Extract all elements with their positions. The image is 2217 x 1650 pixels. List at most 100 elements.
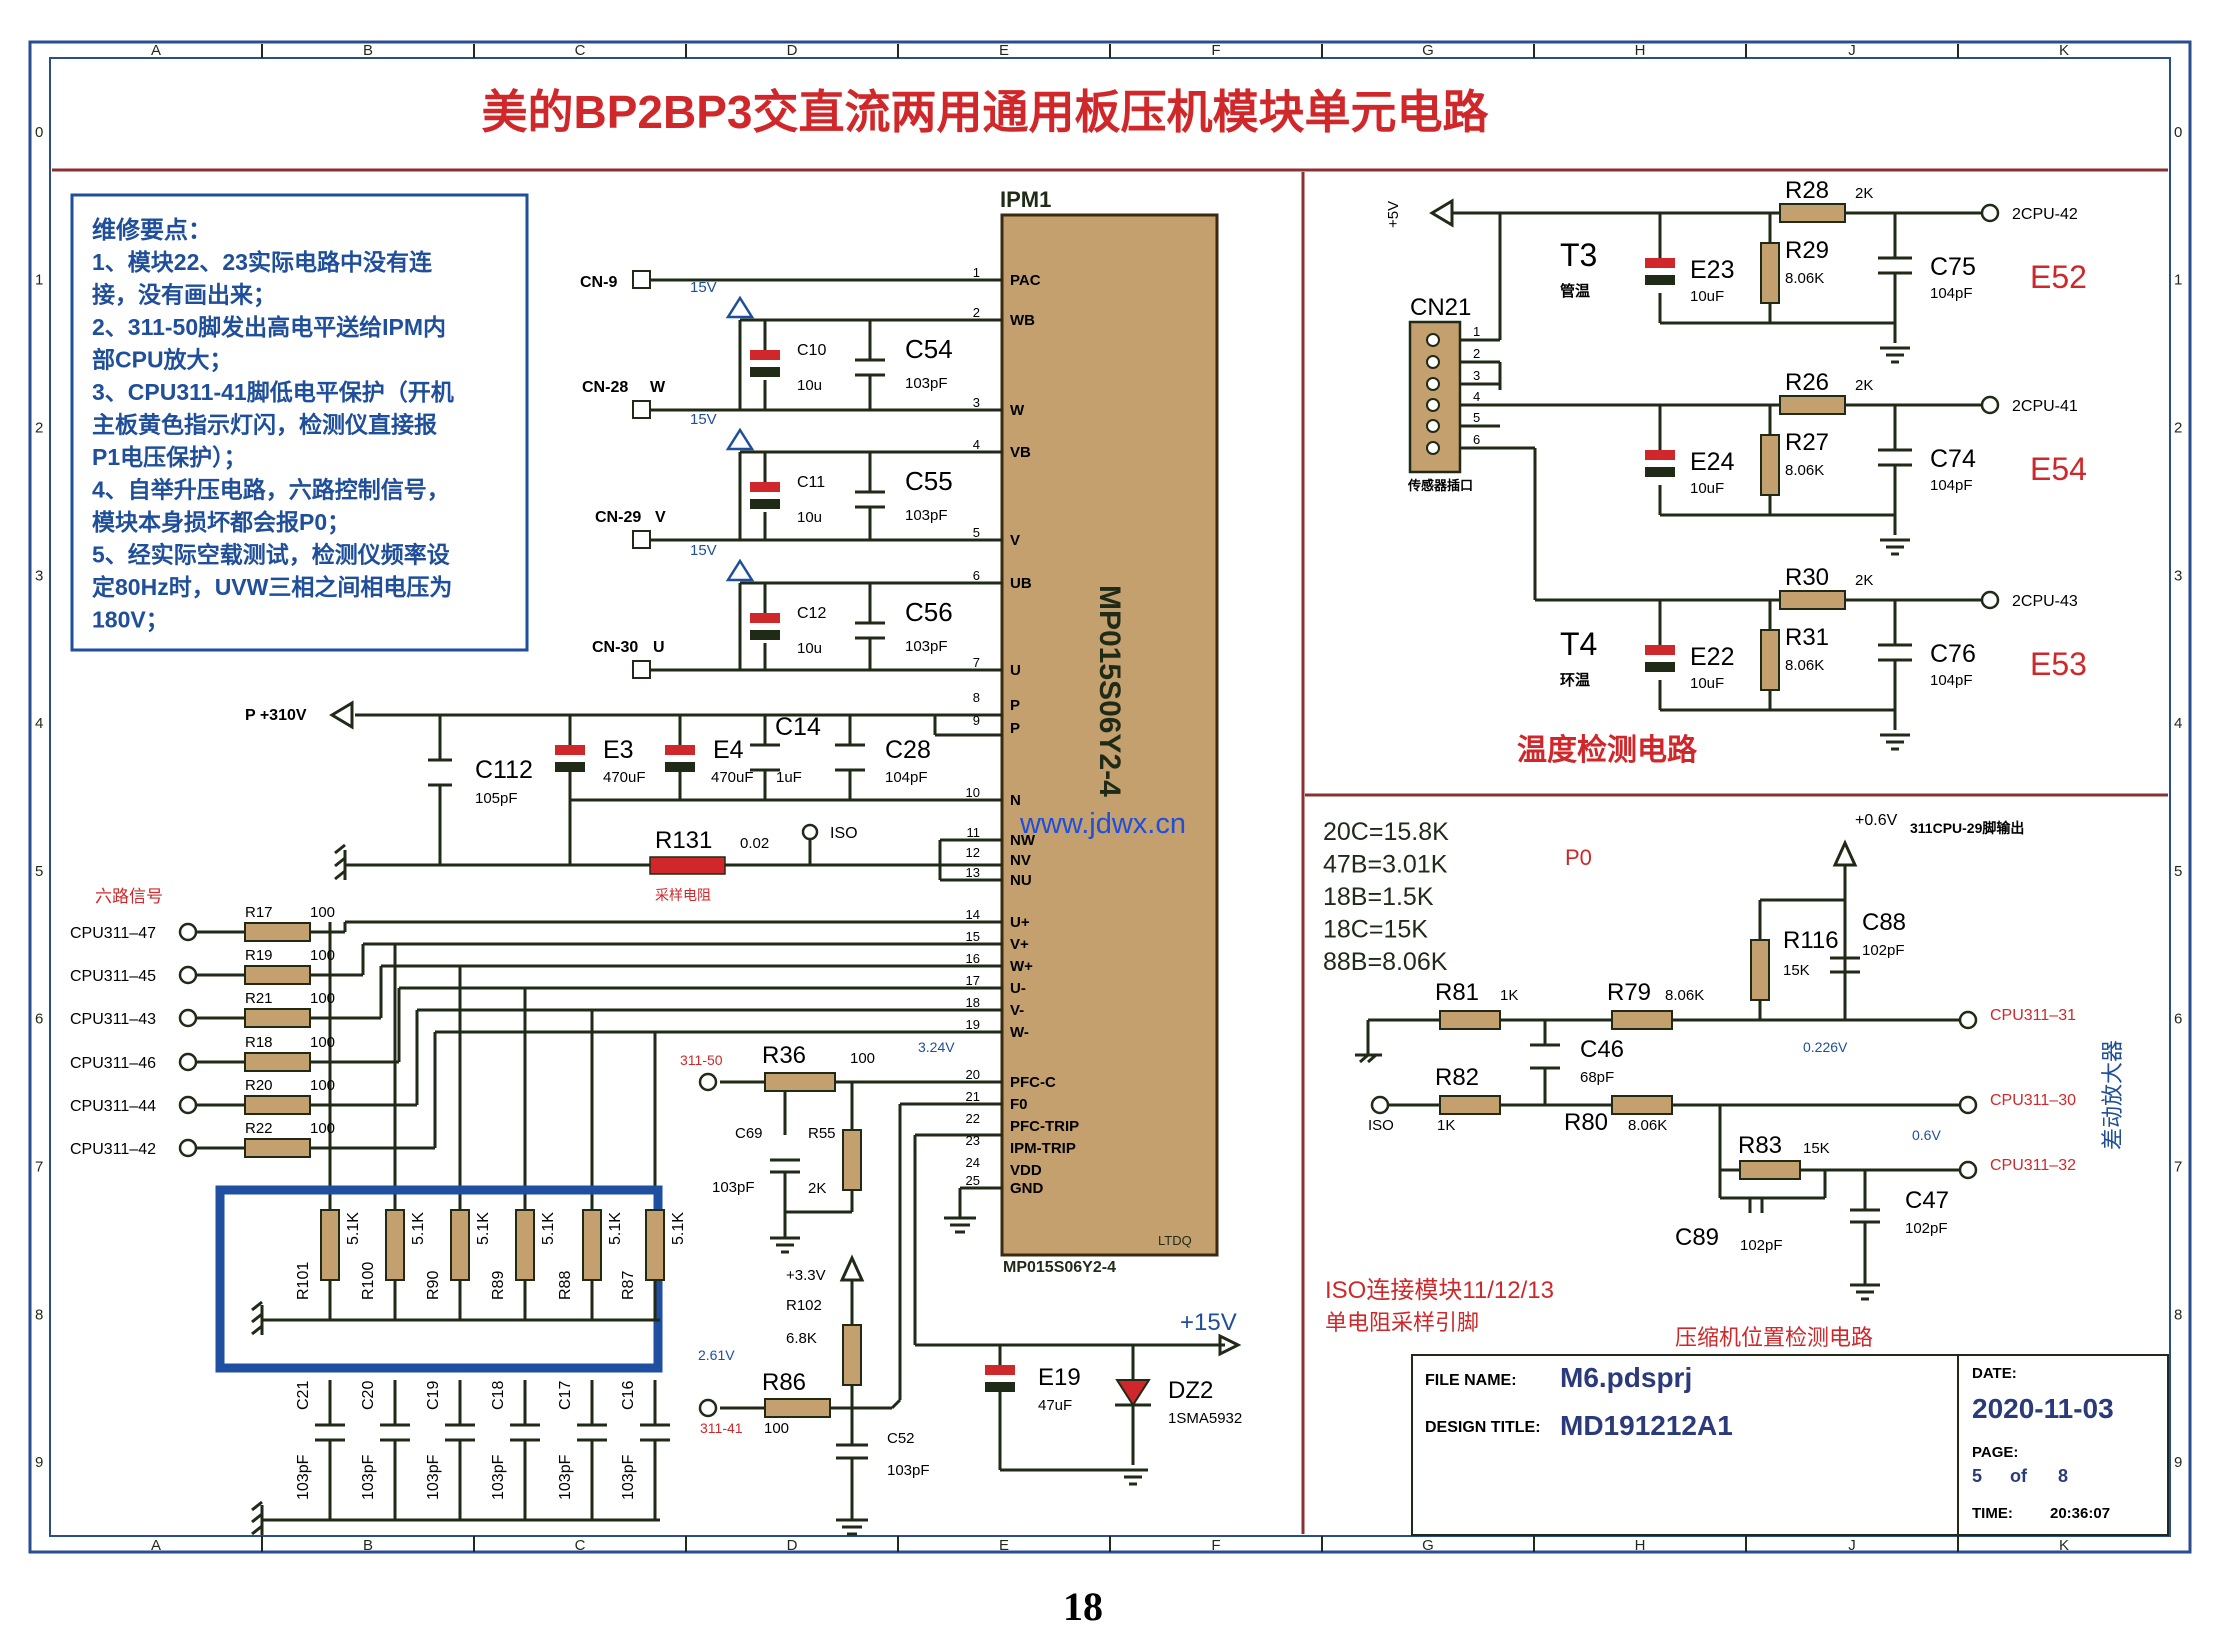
svg-text:NW: NW: [1010, 832, 1036, 849]
svg-text:P0: P0: [1565, 845, 1592, 870]
svg-text:311CPU-29脚输出: 311CPU-29脚输出: [1910, 820, 2024, 836]
svg-text:E3: E3: [603, 736, 634, 764]
svg-text:T4: T4: [1560, 626, 1597, 662]
svg-text:100: 100: [310, 1077, 335, 1094]
svg-text:3: 3: [1473, 368, 1480, 383]
svg-text:PFC-TRIP: PFC-TRIP: [1010, 1118, 1079, 1135]
svg-text:4: 4: [973, 437, 980, 452]
svg-text:差动放大器: 差动放大器: [2100, 1040, 2125, 1150]
title-block: FILE NAME: M6.pdsprj DESIGN TITLE: MD191…: [1411, 1354, 2169, 1536]
svg-text:104pF: 104pF: [1930, 285, 1973, 302]
cn21-pin: 2: [1426, 346, 1480, 369]
svg-text:10: 10: [966, 785, 980, 800]
svg-text:R102: R102: [786, 1297, 822, 1314]
svg-text:103pF: 103pF: [620, 1454, 637, 1500]
svg-text:W: W: [1010, 402, 1025, 419]
svg-text:管温: 管温: [1560, 282, 1590, 300]
svg-text:PAGE:: PAGE:: [1972, 1444, 2018, 1461]
svg-text:1: 1: [973, 265, 980, 280]
svg-text:C55: C55: [905, 466, 953, 496]
border-row-label: 9: [2174, 1454, 2182, 1471]
border-row-label: 4: [2174, 715, 2182, 732]
svg-text:311-50: 311-50: [680, 1052, 723, 1068]
resistor-code: 88B=8.06K: [1323, 948, 1448, 976]
svg-text:R22: R22: [245, 1120, 273, 1137]
svg-text:102pF: 102pF: [1862, 942, 1905, 959]
border-col-label: B: [363, 1537, 373, 1554]
svg-text:E4: E4: [713, 736, 744, 764]
svg-text:单电阻采样引脚: 单电阻采样引脚: [1325, 1310, 1479, 1335]
svg-text:2K: 2K: [1855, 572, 1873, 589]
svg-text:R30: R30: [1785, 564, 1829, 591]
svg-text:GND: GND: [1010, 1180, 1044, 1197]
border-col-label: A: [151, 1537, 161, 1554]
ipm-mark: LTDQ: [1158, 1233, 1192, 1248]
svg-text:CPU311–31: CPU311–31: [1990, 1007, 2076, 1024]
ipm-pin: 13 NU: [966, 865, 1032, 889]
svg-text:CPU311–30: CPU311–30: [1990, 1092, 2076, 1109]
border-row-label: 5: [35, 863, 43, 880]
svg-text:NU: NU: [1010, 872, 1032, 889]
svg-text:103pF: 103pF: [905, 638, 948, 655]
svg-text:2CPU-42: 2CPU-42: [2012, 206, 2078, 223]
svg-text:18: 18: [966, 995, 980, 1010]
svg-text:V: V: [655, 509, 666, 526]
svg-text:20: 20: [966, 1067, 980, 1082]
svg-text:10uF: 10uF: [1690, 480, 1724, 497]
svg-text:R83: R83: [1738, 1132, 1782, 1159]
svg-text:6: 6: [1473, 432, 1480, 447]
svg-text:3: 3: [973, 395, 980, 410]
svg-text:23: 23: [966, 1133, 980, 1148]
svg-text:R19: R19: [245, 947, 273, 964]
svg-text:1K: 1K: [1437, 1117, 1455, 1134]
svg-text:U-: U-: [1010, 980, 1026, 997]
svg-text:9: 9: [973, 713, 980, 728]
svg-text:6: 6: [973, 568, 980, 583]
svg-text:13: 13: [966, 865, 980, 880]
svg-text:W+: W+: [1010, 958, 1033, 975]
svg-text:2CPU-43: 2CPU-43: [2012, 593, 2078, 610]
svg-text:R36: R36: [762, 1042, 806, 1069]
svg-text:0.6V: 0.6V: [1912, 1127, 1941, 1143]
svg-text:14: 14: [966, 907, 980, 922]
border-col-label: G: [1422, 42, 1434, 59]
svg-text:R27: R27: [1785, 429, 1829, 456]
border-row-label: 2: [35, 420, 43, 437]
svg-text:17: 17: [966, 973, 980, 988]
dc-bus: P +310V C112 105pF E3 470uF E4 470uF C14…: [245, 700, 1002, 903]
svg-text:103pF: 103pF: [295, 1454, 312, 1500]
svg-text:C56: C56: [905, 597, 953, 627]
svg-text:2020-11-03: 2020-11-03: [1972, 1393, 2114, 1424]
svg-text:3.24V: 3.24V: [918, 1039, 955, 1055]
svg-text:15: 15: [966, 929, 980, 944]
svg-text:U: U: [1010, 662, 1021, 679]
svg-text:P +310V: P +310V: [245, 707, 307, 724]
border-col-label: E: [999, 42, 1009, 59]
svg-text:U: U: [653, 639, 665, 656]
svg-text:C74: C74: [1930, 445, 1976, 473]
border-row-label: 8: [35, 1306, 43, 1323]
border-row-label: 5: [2174, 863, 2182, 880]
svg-text:C54: C54: [905, 334, 953, 364]
svg-text:C52: C52: [887, 1430, 915, 1447]
svg-text:+15V: +15V: [1180, 1309, 1237, 1336]
svg-text:C11: C11: [797, 474, 825, 491]
svg-text:1: 1: [1473, 324, 1480, 339]
svg-text:C76: C76: [1930, 640, 1976, 668]
svg-text:CN-28: CN-28: [582, 379, 628, 396]
